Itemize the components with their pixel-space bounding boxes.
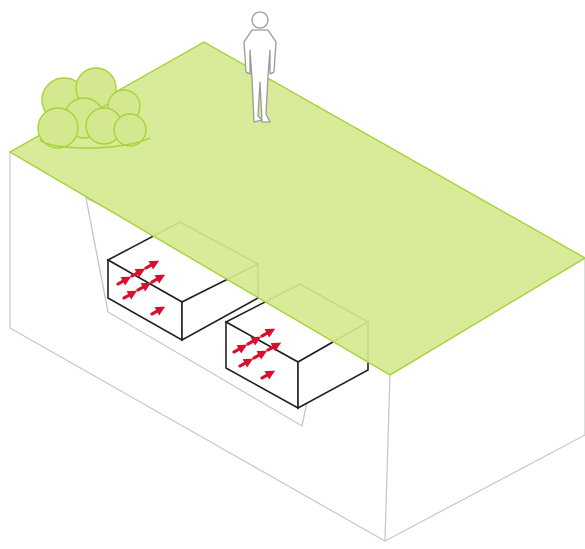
arrow-icon <box>260 328 276 338</box>
arrow-icon <box>238 358 254 368</box>
arrow-icon <box>260 370 276 380</box>
arrow-icon <box>252 350 268 360</box>
module-1-arrows <box>116 260 166 316</box>
arrow-icon <box>116 276 132 286</box>
pit-edge <box>85 197 109 313</box>
arrow-icon <box>246 336 262 346</box>
arrow-icon <box>266 342 282 352</box>
arrow-icon <box>150 274 166 284</box>
arrow-icon <box>136 282 152 292</box>
arrow-icon <box>122 290 138 300</box>
module-2-arrows <box>232 328 282 380</box>
standing-person-icon <box>243 11 277 123</box>
bush-icon <box>37 67 151 149</box>
ground-surface <box>8 41 585 376</box>
arrow-icon <box>150 306 166 316</box>
arrow-icon <box>144 260 160 270</box>
arrow-icon <box>232 344 248 354</box>
arrow-icon <box>130 268 146 278</box>
